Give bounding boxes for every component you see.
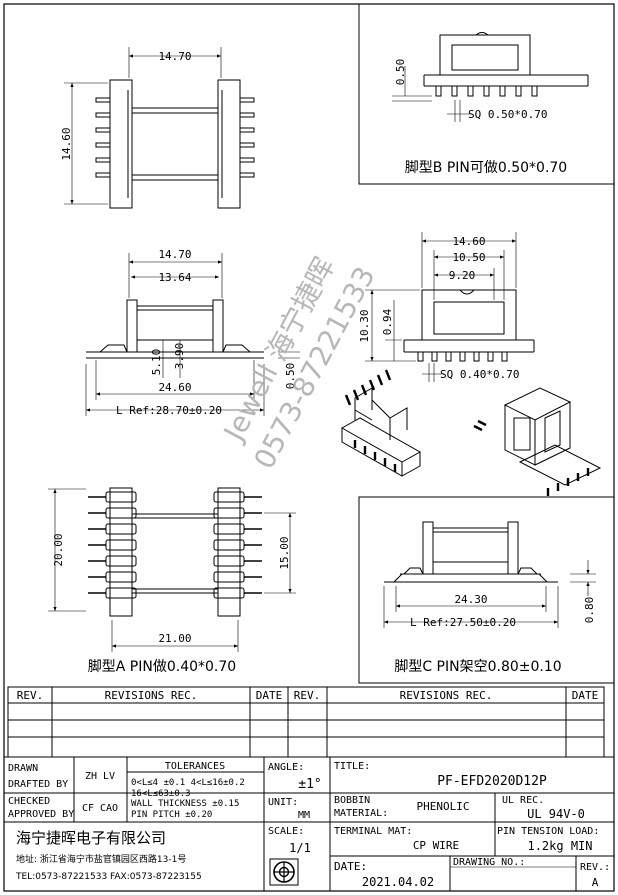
view-b-pin-size-dim: SQ 0.50*0.70 (468, 108, 547, 121)
top-view (64, 47, 255, 209)
drawn-label: DRAWN (8, 763, 38, 774)
angle-value: ±1° (298, 777, 321, 792)
scale-label: SCALE: (268, 826, 304, 837)
rev-label: REV.: (580, 862, 610, 873)
rev-value: A (592, 876, 599, 889)
title-block-grid (3, 756, 615, 892)
view-a-drawing (48, 487, 296, 652)
iso-view-right (473, 387, 602, 496)
top-view-pins-right (239, 97, 255, 178)
side-view (85, 253, 300, 416)
view-b-caption: 脚型B PIN可做0.50*0.70 (405, 160, 567, 176)
company-contact: TEL:0573-87221533 FAX:0573-87223155 (15, 872, 202, 882)
bobbin-label-line-1: BOBBIN (334, 795, 370, 806)
view-c-dim-2430: 24.30 (454, 593, 487, 606)
tolerance-line-2: 16<L≤63±0.3 (131, 789, 191, 799)
company-address: 地址: 浙江省海宁市盐官镇园区西路13-1号 (16, 853, 186, 865)
revisions-header-rec-1: REVISIONS REC. (105, 689, 198, 702)
side-view-dim-510: 5.10 (150, 349, 163, 376)
front-view-dim-1460: 14.60 (452, 235, 485, 248)
top-view-height-dim: 14.60 (60, 127, 73, 160)
drafted-by-label: DRAFTED BY (8, 779, 68, 790)
tolerances-label: TOLERANCES (165, 761, 225, 772)
tolerance-line-1: 0<L≤4 ±0.1 4<L≤16±0.2 (131, 778, 245, 788)
side-view-dim-050: 0.50 (284, 363, 297, 390)
bobbin-material-value: PHENOLIC (417, 800, 470, 813)
sheet-border (3, 3, 615, 892)
drafted-by-value: ZH LV (85, 771, 115, 782)
revisions-header-date-1: DATE (256, 689, 283, 702)
terminal-mat-value: CP WIRE (413, 839, 459, 852)
view-b-pin-height-dim: 0.50 (394, 59, 407, 86)
top-view-width-dim: 14.70 (158, 50, 191, 63)
title-value: PF-EFD2020D12P (437, 774, 547, 789)
pin-tension-label: PIN TENSION LOAD: (497, 826, 599, 837)
view-c-caption: 脚型C PIN架空0.80±0.10 (394, 659, 561, 675)
approved-by-value: CF CAO (82, 803, 118, 814)
title-label: TITLE: (334, 761, 370, 772)
side-view-dim-ref: L Ref:28.70±0.20 (116, 404, 222, 417)
revisions-table (7, 686, 605, 758)
view-a-dim-2100: 21.00 (158, 632, 191, 645)
view-a-dim-2000: 20.00 (52, 533, 65, 566)
front-view-dim-1050: 10.50 (452, 251, 485, 264)
ul-rec-value: UL 94V-0 (527, 807, 585, 821)
unit-value: MM (298, 810, 310, 821)
angle-label: ANGLE: (268, 762, 304, 773)
tolerance-line-4: PIN PITCH ±0.20 (131, 810, 212, 820)
side-view-dim-390: 3.90 (173, 343, 186, 370)
ul-rec-label: UL REC. (502, 795, 544, 806)
company-name: 海宁捷晖电子有限公司 (16, 829, 166, 847)
iso-view-left (341, 369, 422, 477)
unit-label: UNIT: (268, 797, 298, 808)
view-c-frame (358, 496, 615, 684)
date-label: DATE: (334, 860, 367, 873)
view-b-frame (358, 3, 615, 185)
front-view-dim-920: 9.20 (449, 269, 476, 282)
view-c-drawing (383, 521, 596, 628)
date-value: 2021.04.02 (362, 875, 434, 889)
front-view (365, 232, 535, 382)
tolerance-line-3: WALL THICKNESS ±0.15 (131, 799, 239, 809)
bobbin-label-line-2: MATERIAL: (334, 808, 388, 819)
view-c-dim-080: 0.80 (583, 597, 596, 624)
revisions-header-rev-1: REV. (17, 689, 44, 702)
revisions-header-date-2: DATE (572, 689, 599, 702)
view-a-caption: 脚型A PIN做0.40*0.70 (88, 659, 236, 675)
front-view-dim-094: 0.94 (381, 308, 394, 335)
top-view-pins-left (95, 97, 111, 178)
scale-value: 1/1 (289, 841, 311, 855)
view-c-dim-ref: L Ref:27.50±0.20 (410, 616, 516, 629)
side-view-dim-top: 14.70 (158, 248, 191, 261)
side-view-dim-2460: 24.60 (158, 381, 191, 394)
revisions-header-rec-2: REVISIONS REC. (400, 689, 493, 702)
view-b-drawing (392, 32, 589, 122)
pin-tension-value: 1.2kg MIN (527, 839, 592, 853)
view-a-dim-1500: 15.00 (278, 536, 291, 569)
approved-by-label: APPROVED BY (8, 809, 74, 820)
terminal-mat-label: TERMINAL MAT: (334, 826, 412, 837)
drawing-no-label: DRAWING NO.: (453, 857, 525, 868)
company-logo-icon (269, 858, 299, 886)
front-view-pin-size-dim: SQ 0.40*0.70 (440, 368, 519, 381)
front-view-dim-1030: 10.30 (358, 309, 371, 342)
revisions-header-rev-2: REV. (294, 689, 321, 702)
checked-label: CHECKED (8, 796, 50, 807)
view-a-pin-leads (88, 496, 262, 594)
side-view-dim-mid: 13.64 (158, 271, 191, 284)
